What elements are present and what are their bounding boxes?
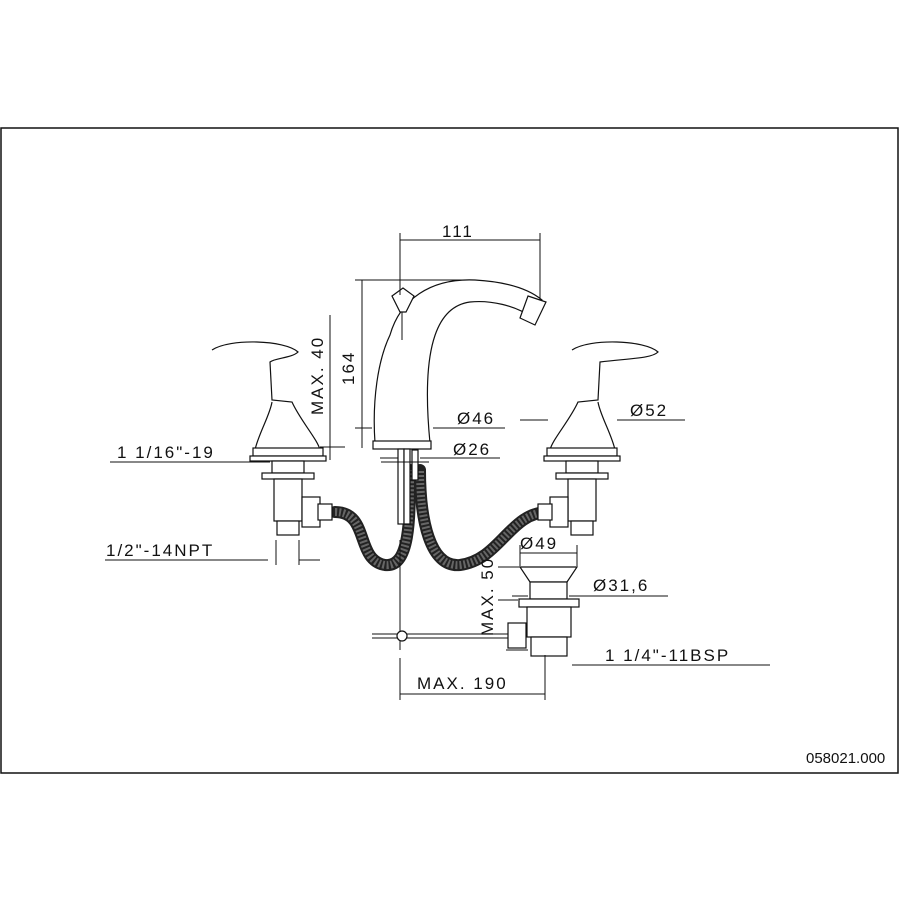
dim-drain-body-diameter: Ø31,6 bbox=[593, 576, 649, 595]
dim-max-deck-thickness: MAX. 40 bbox=[308, 336, 327, 415]
dim-drain-max-thickness: MAX. 50 bbox=[478, 557, 497, 636]
dim-spout-height: 164 bbox=[339, 351, 358, 385]
dim-inlet-thread: 1/2"-14NPT bbox=[106, 541, 214, 560]
left-handle-valve bbox=[211, 341, 333, 536]
dimension-lines bbox=[105, 233, 770, 700]
dim-valve-thread: 1 1/16"-19 bbox=[117, 443, 215, 462]
drawing-frame bbox=[0, 127, 899, 774]
dim-drain-flange-diameter: Ø49 bbox=[520, 534, 558, 553]
pop-up-drain bbox=[372, 566, 580, 657]
dim-max-spread: MAX. 190 bbox=[417, 674, 508, 693]
spout bbox=[372, 279, 547, 650]
flexible-hoses bbox=[329, 464, 554, 572]
dim-drain-thread: 1 1/4"-11BSP bbox=[605, 646, 730, 665]
dim-spout-base-diameter: Ø46 bbox=[457, 409, 495, 428]
right-handle-valve bbox=[537, 341, 659, 536]
part-number: 058021.000 bbox=[806, 750, 885, 767]
dim-spout-shank-diameter: Ø26 bbox=[453, 440, 491, 459]
dim-spout-reach: 111 bbox=[442, 222, 474, 241]
dim-handle-base-diameter: Ø52 bbox=[630, 401, 668, 420]
